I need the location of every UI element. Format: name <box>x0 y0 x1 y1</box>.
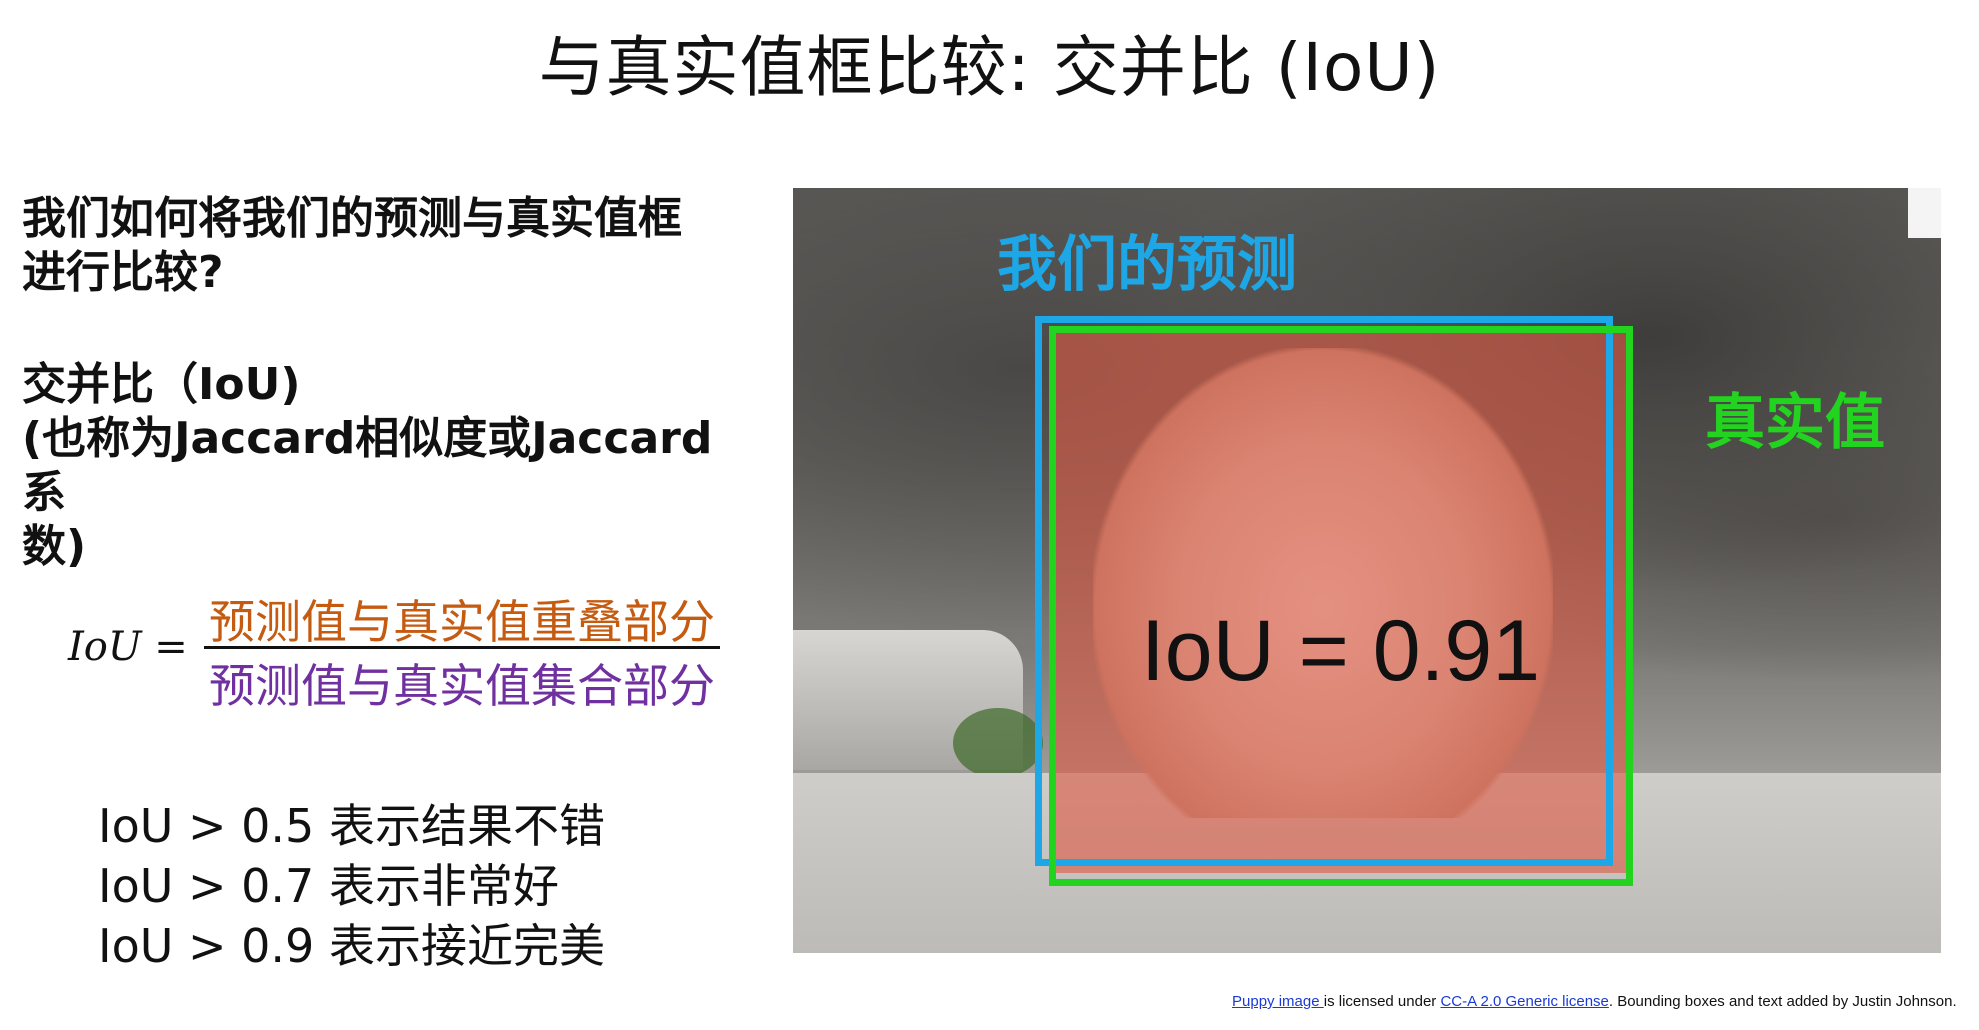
credit-text-1: is licensed under <box>1323 993 1441 1010</box>
iou-definition-line-1: 交并比（IoU) <box>22 359 301 410</box>
prediction-label: 我们的预测 <box>997 230 1297 300</box>
prediction-box <box>1035 316 1613 866</box>
threshold-0-9: IoU > 0.9 表示接近完美 <box>98 919 605 973</box>
formula-numerator: 预测值与真实值重叠部分 <box>209 595 715 649</box>
credit-text-2: . Bounding boxes and text added by Justi… <box>1608 993 1957 1010</box>
question-line-2: 进行比较? <box>22 247 224 298</box>
iou-definition-line-2: (也称为Jaccard相似度或Jaccard系 <box>22 413 713 518</box>
moss-patch <box>953 708 1043 778</box>
overlap-region <box>1055 328 1626 873</box>
license-link[interactable]: CC-A 2.0 Generic license <box>1440 993 1609 1010</box>
fraction-bar <box>204 646 720 649</box>
iou-definition-line-3: 数) <box>22 521 87 572</box>
iou-thresholds: IoU > 0.5 表示结果不错 IoU > 0.7 表示非常好 IoU > 0… <box>98 796 605 976</box>
puppy-image: IoU = 0.91 我们的预测 真实值 <box>793 188 1941 953</box>
formula-denominator: 预测值与真实值集合部分 <box>209 659 715 713</box>
formula-lhs: IoU = <box>68 624 188 670</box>
iou-value-label: IoU = 0.91 <box>1140 603 1541 699</box>
threshold-0-5: IoU > 0.5 表示结果不错 <box>98 799 605 853</box>
puppy-image-link[interactable]: Puppy image <box>1232 993 1324 1010</box>
threshold-0-7: IoU > 0.7 表示非常好 <box>98 859 559 913</box>
iou-definition: 交并比（IoU) (也称为Jaccard相似度或Jaccard系 数) <box>22 358 752 574</box>
question-line-1: 我们如何将我们的预测与真实值框 <box>22 193 682 244</box>
iou-formula: IoU = 预测值与真实值重叠部分 预测值与真实值集合部分 <box>68 586 728 713</box>
ground-truth-box <box>1049 326 1633 886</box>
image-credit: Puppy image is licensed under CC-A 2.0 G… <box>1232 992 1972 1012</box>
explanation-text: 我们如何将我们的预测与真实值框 进行比较? 交并比（IoU) (也称为Jacca… <box>22 192 752 574</box>
ground-truth-label: 真实值 <box>1705 388 1885 458</box>
sky-corner <box>1908 188 1941 238</box>
slide-title: 与真实值框比较: 交并比 (IoU) <box>538 29 1441 106</box>
